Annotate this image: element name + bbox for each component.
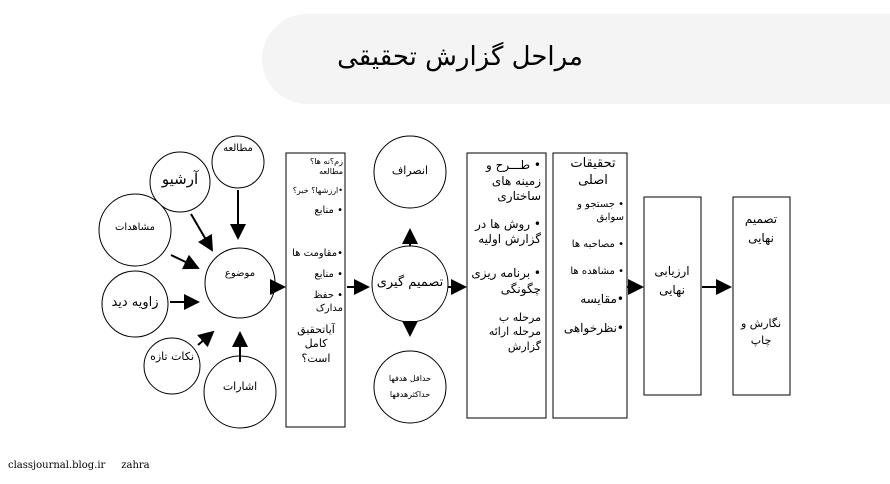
box3-item: • مصاحبه ها	[571, 238, 624, 250]
box1-frame	[285, 152, 346, 428]
topic-circle	[204, 247, 276, 319]
box2-frame	[466, 152, 547, 419]
box3-item: •نظرخواهی	[563, 321, 624, 336]
max-goals-label: حداکثرهدفها	[389, 390, 431, 399]
footer-site: classjournal.blog.ir	[8, 460, 106, 471]
withdraw-label: انصراف	[391, 164, 429, 177]
box1-item: • حفظ مدارک	[313, 290, 343, 315]
hints-label: اشارات	[222, 380, 258, 393]
decision-label: تصمیم گیری	[376, 275, 444, 290]
writing-printing-label: نگارش و چاپ	[740, 317, 782, 347]
box1-item: • منابع	[314, 269, 343, 281]
box2-item: • برنامه ریزی چگونگی	[471, 265, 541, 296]
observations-label: مشاهدات	[114, 222, 156, 233]
box3-item: • جستجو و سوابق	[577, 198, 624, 223]
study-label: مطالعه	[223, 143, 253, 154]
page-title: مراحل گزارش تحقیقی	[337, 42, 583, 72]
final-decision-label: تصمیم نهایی	[744, 212, 778, 246]
box2: • طـــرح و زمینه های ساختاری • روش ها در…	[471, 158, 541, 362]
footer-author: zahra	[121, 460, 150, 471]
box1-item: •مقاومت ها	[292, 248, 343, 260]
fresh-points-label: نکات تازه	[150, 350, 194, 363]
viewpoint-circle	[101, 270, 169, 338]
study-circle	[211, 135, 265, 189]
topic-label: موضوع	[224, 268, 256, 279]
min-goals-label: حداقل هدفها	[388, 374, 432, 383]
archive-label: آرشیو	[161, 170, 199, 188]
box1-item: آیاتحقیق کامل است؟	[297, 323, 335, 365]
box4-frame	[643, 196, 702, 396]
archive-circle	[149, 151, 211, 213]
box2-item: مرحله ب مرحله ارائه گزارش	[488, 311, 541, 353]
footer: classjournal.blog.ir zahra	[8, 460, 150, 471]
box2-item: • روش ها در گزارش اولیه	[475, 216, 541, 247]
box1: زم؟نه ها؟ مطالعه •ارزشها؟ خبر؟ • منابع •…	[289, 157, 343, 374]
box1-item: • منابع	[314, 205, 343, 217]
viewpoint-label: زاویه دید	[111, 295, 159, 310]
observations-circle	[98, 193, 172, 267]
withdraw-circle	[373, 135, 447, 209]
fresh-points-circle	[143, 337, 201, 395]
final-evaluation-label: ارزیابی نهایی	[654, 264, 690, 298]
goals-circle	[373, 350, 447, 424]
title-background	[262, 14, 890, 104]
box1-item: •ارزشها؟ خبر؟	[292, 185, 343, 195]
box3-item: • مشاهده ها	[570, 265, 624, 277]
box1-item: زم؟نه ها؟ مطالعه	[309, 157, 343, 177]
box3: تحقیقات اصلی • جستجو و سوابق • مصاحبه ها…	[556, 156, 624, 345]
box5-frame	[732, 196, 791, 396]
box2-item: • طـــرح و زمینه های ساختاری	[486, 158, 541, 204]
box3-frame	[552, 152, 628, 419]
box3-item: •مقایسه	[580, 291, 624, 306]
box3-heading: تحقیقات اصلی	[570, 156, 616, 188]
